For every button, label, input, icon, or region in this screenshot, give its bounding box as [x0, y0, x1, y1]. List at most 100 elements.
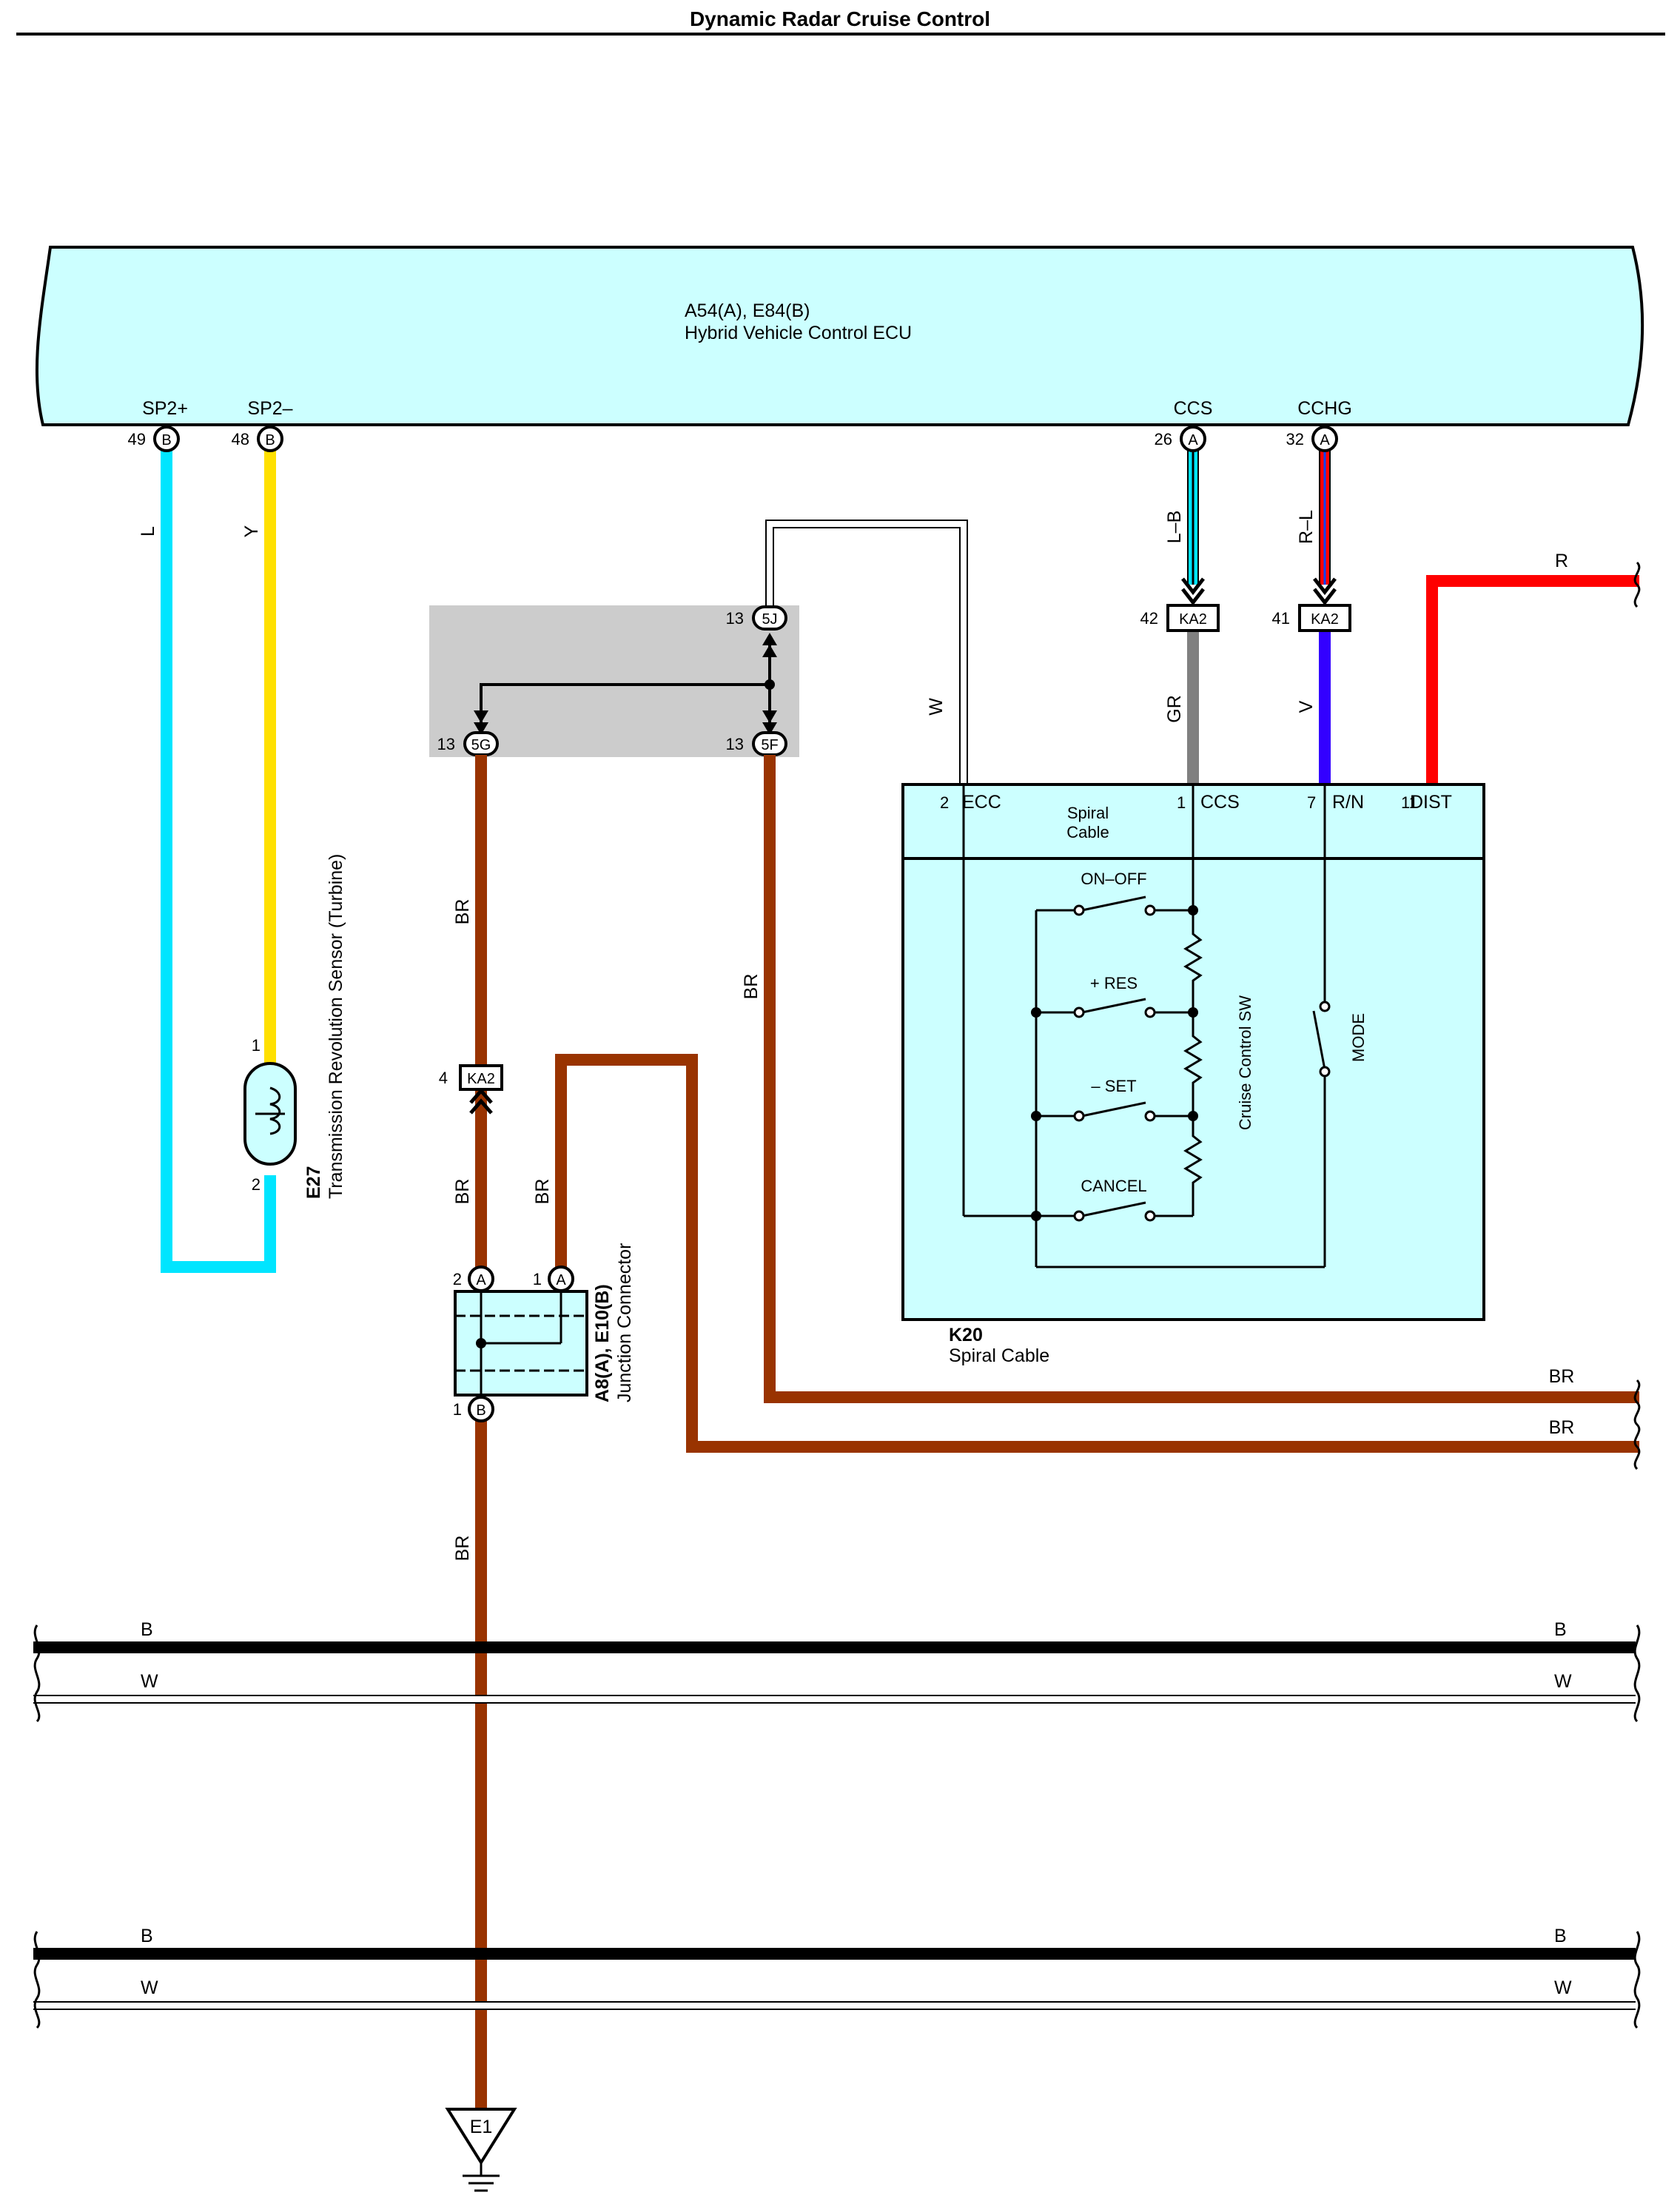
sensor-name: Transmission Revolution Sensor (Turbine): [326, 854, 346, 1199]
svg-text:13: 13: [726, 735, 744, 753]
wire-label-br-2: BR: [741, 974, 762, 1000]
spiral-terminal-ccs: CCS: [1200, 792, 1240, 813]
wire-label-gr: GR: [1164, 695, 1185, 723]
arrow-5g: [474, 710, 488, 735]
wire-label-lb: L–B: [1164, 511, 1185, 543]
sensor-pin-1: 1: [252, 1036, 261, 1055]
ecu-pin-49: B 49: [128, 426, 180, 452]
junction-conn-a-2: A: [556, 1272, 566, 1288]
junction-code: A8(A), E10(B): [592, 1284, 613, 1402]
ecu-terminal-ccs: CCS: [1174, 398, 1213, 419]
svg-text:B: B: [161, 432, 171, 448]
junction-pin-5f: 5F 13: [726, 731, 787, 756]
svg-text:A: A: [1188, 432, 1198, 448]
junction-pin-5g: 5G 13: [437, 731, 499, 756]
bus-label-b-1r: B: [1554, 1619, 1567, 1640]
ecu-code: A54(A), E84(B): [685, 300, 810, 321]
junction-block-area: [429, 605, 799, 757]
arrow-5f: [762, 710, 777, 735]
svg-text:26: 26: [1155, 430, 1172, 448]
bus-label-b-2l: B: [141, 1926, 153, 1946]
junction-conn-b: B: [476, 1402, 485, 1419]
switch-set: – SET: [1091, 1077, 1136, 1095]
spiral-terminal-ecc: ECC: [962, 792, 1001, 813]
svg-text:32: 32: [1286, 430, 1304, 448]
switch-cancel: CANCEL: [1081, 1177, 1146, 1195]
spiral-terminal-dist: DIST: [1410, 792, 1452, 813]
wire-label-br-4: BR: [532, 1179, 553, 1205]
junction-pin-5j: 5J 13: [726, 605, 787, 631]
bus-label-b-2r: B: [1554, 1926, 1567, 1946]
junction-name: Junction Connector: [614, 1243, 635, 1402]
ecu-block: [35, 246, 1644, 426]
sensor-pin-2: 2: [252, 1175, 261, 1194]
svg-text:4: 4: [439, 1069, 448, 1087]
svg-text:13: 13: [437, 735, 455, 753]
connector-arrow-41: [1313, 577, 1337, 606]
bus-label-w-2r: W: [1554, 1977, 1572, 1998]
wire-label-v: V: [1296, 700, 1317, 713]
cruise-control-switch-circuit: [962, 784, 1326, 1268]
wire-label-r: R: [1555, 551, 1568, 571]
svg-text:5F: 5F: [761, 737, 778, 753]
svg-text:5J: 5J: [762, 611, 777, 628]
bus-label-w-2l: W: [141, 1977, 158, 1998]
switch-nodes: [1031, 905, 1198, 1221]
wire-label-br-6: BR: [1549, 1366, 1575, 1387]
wire-label-br-1: BR: [452, 899, 473, 925]
ground-label: E1: [470, 2117, 493, 2137]
wire-label-br-3: BR: [452, 1179, 473, 1205]
junction-conn-a-1: A: [476, 1272, 486, 1288]
ecu-terminal-sp2plus: SP2+: [142, 398, 188, 419]
spiral-pin-11: 11: [1401, 793, 1418, 812]
wire-r: [1426, 575, 1639, 784]
junction-pin-1-label: 1: [533, 1270, 542, 1288]
sensor-code: E27: [303, 1166, 324, 1199]
svg-text:KA2: KA2: [1311, 611, 1339, 628]
wire-l: [161, 450, 276, 1273]
wire-label-y: Y: [241, 525, 262, 537]
svg-text:KA2: KA2: [467, 1071, 495, 1087]
bus-label-w-1r: W: [1554, 1671, 1572, 1692]
ecu-pin-48: B 48: [232, 426, 283, 452]
svg-text:B: B: [265, 432, 275, 448]
spiral-name: Spiral Cable: [949, 1345, 1049, 1366]
ecu-pin-26: A 26: [1155, 426, 1206, 452]
cruise-control-sw-label: Cruise Control SW: [1236, 995, 1254, 1130]
svg-text:41: 41: [1272, 609, 1290, 628]
wire-label-br-5: BR: [452, 1536, 473, 1562]
ecu-pin-32: A 32: [1286, 426, 1338, 452]
svg-text:13: 13: [726, 609, 744, 628]
wire-label-rl: R–L: [1296, 510, 1317, 544]
spiral-pin-2: 2: [940, 793, 949, 812]
junction-connector: [454, 1266, 588, 1422]
ecu-terminal-cchg: CCHG: [1297, 398, 1352, 419]
wire-br-junction: [555, 1054, 1639, 1453]
wire-label-l: L: [138, 526, 158, 537]
connector-arrow-42: [1181, 577, 1205, 606]
spiral-terminal-rn: R/N: [1332, 792, 1364, 813]
ground-symbol: [445, 2108, 517, 2192]
arrow-5j: [762, 633, 777, 657]
svg-text:5G: 5G: [471, 737, 491, 753]
sensor-e27: [243, 1062, 297, 1166]
bus-lines: [33, 1624, 1641, 2029]
svg-text:A: A: [1320, 432, 1330, 448]
connector-ka2-42: KA2 42: [1140, 604, 1220, 632]
splice-point: [765, 679, 775, 690]
spiral-inner-label-2: Cable: [1066, 823, 1109, 841]
mode-switch-label: MODE: [1349, 1013, 1368, 1062]
svg-text:KA2: KA2: [1179, 611, 1207, 628]
bus-label-b-1l: B: [141, 1619, 153, 1640]
wire-br-5f: [764, 755, 1639, 1403]
junction-pin-1b-label: 1: [453, 1400, 462, 1419]
spiral-pin-1: 1: [1177, 793, 1186, 812]
connector-ka2-41: KA2 41: [1272, 604, 1351, 632]
wire-label-w: W: [926, 698, 947, 716]
spiral-code: K20: [949, 1325, 983, 1345]
break-mark: [1633, 561, 1641, 608]
connector-ka2-4: KA2 4: [439, 1064, 503, 1115]
spiral-inner-label-1: Spiral: [1067, 804, 1109, 822]
break-mark-br: [1633, 1379, 1641, 1471]
